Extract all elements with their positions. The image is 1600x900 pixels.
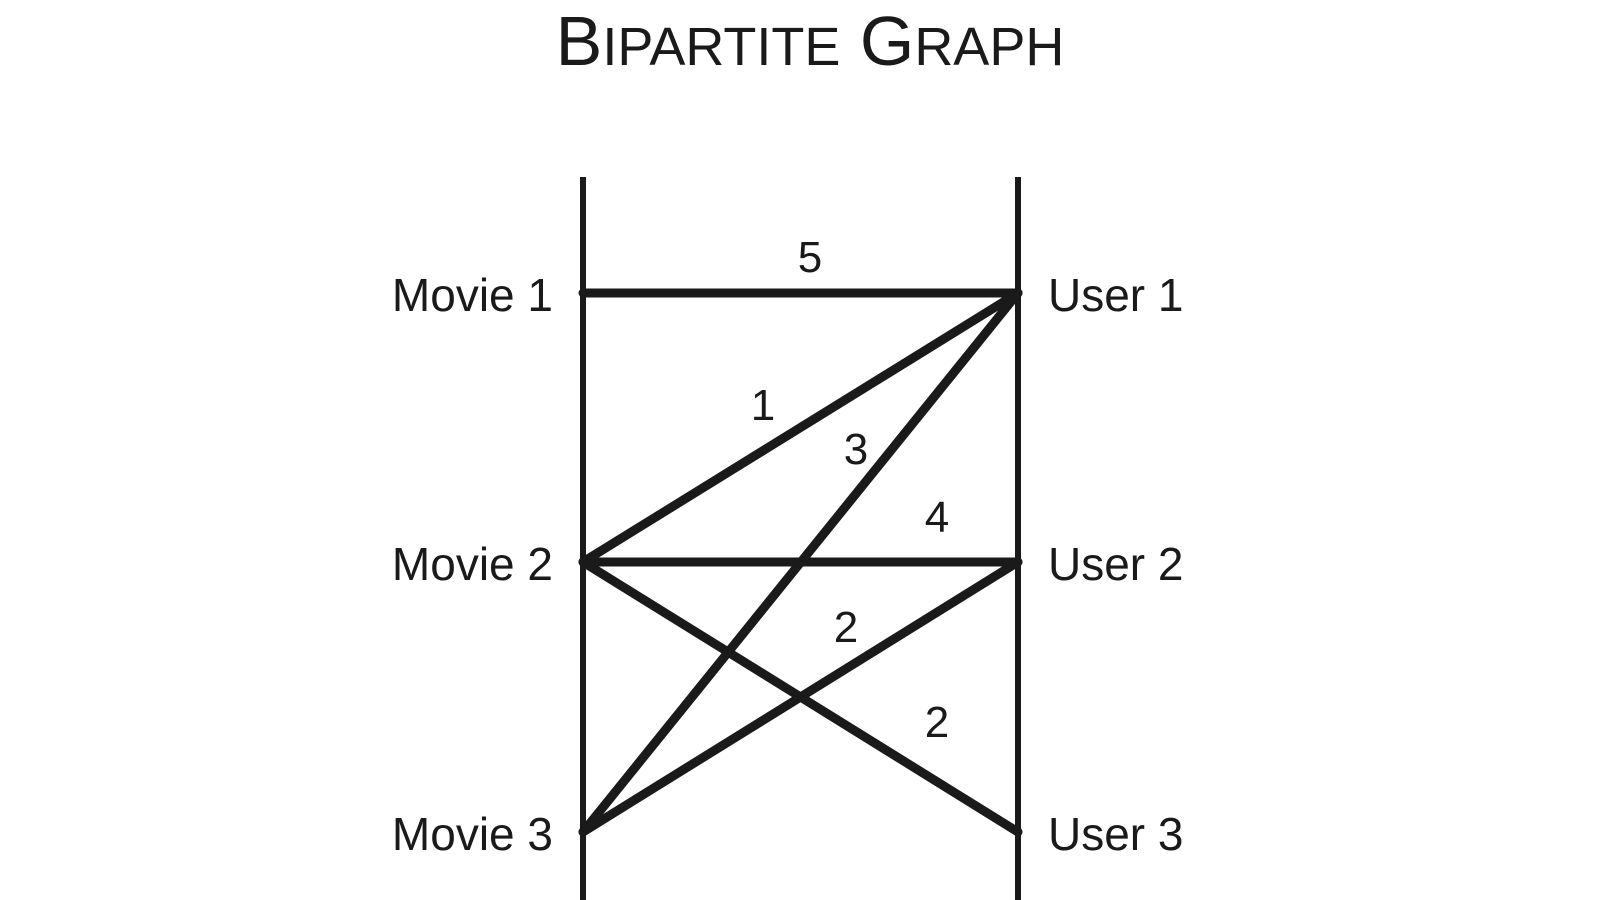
movie-node-label: Movie 1 bbox=[392, 269, 553, 321]
edge-weight-label: 4 bbox=[925, 493, 949, 542]
user-node-label: User 2 bbox=[1048, 538, 1183, 590]
edge-m2-u1 bbox=[578, 288, 1023, 567]
user-node-label: User 3 bbox=[1048, 808, 1183, 860]
diagram-title: BIPARTITE GRAPH bbox=[556, 2, 1065, 80]
movie-node-label: Movie 3 bbox=[392, 808, 553, 860]
edge-weight-label: 2 bbox=[925, 698, 949, 747]
edge-weight-label: 3 bbox=[844, 425, 868, 474]
edge-weight-label: 5 bbox=[798, 233, 822, 282]
edge-weight-label: 1 bbox=[751, 381, 775, 430]
movie-node-label: Movie 2 bbox=[392, 538, 553, 590]
edge-weight-label: 2 bbox=[834, 603, 858, 652]
user-node-label: User 1 bbox=[1048, 269, 1183, 321]
edge-m2-u3 bbox=[578, 557, 1023, 837]
